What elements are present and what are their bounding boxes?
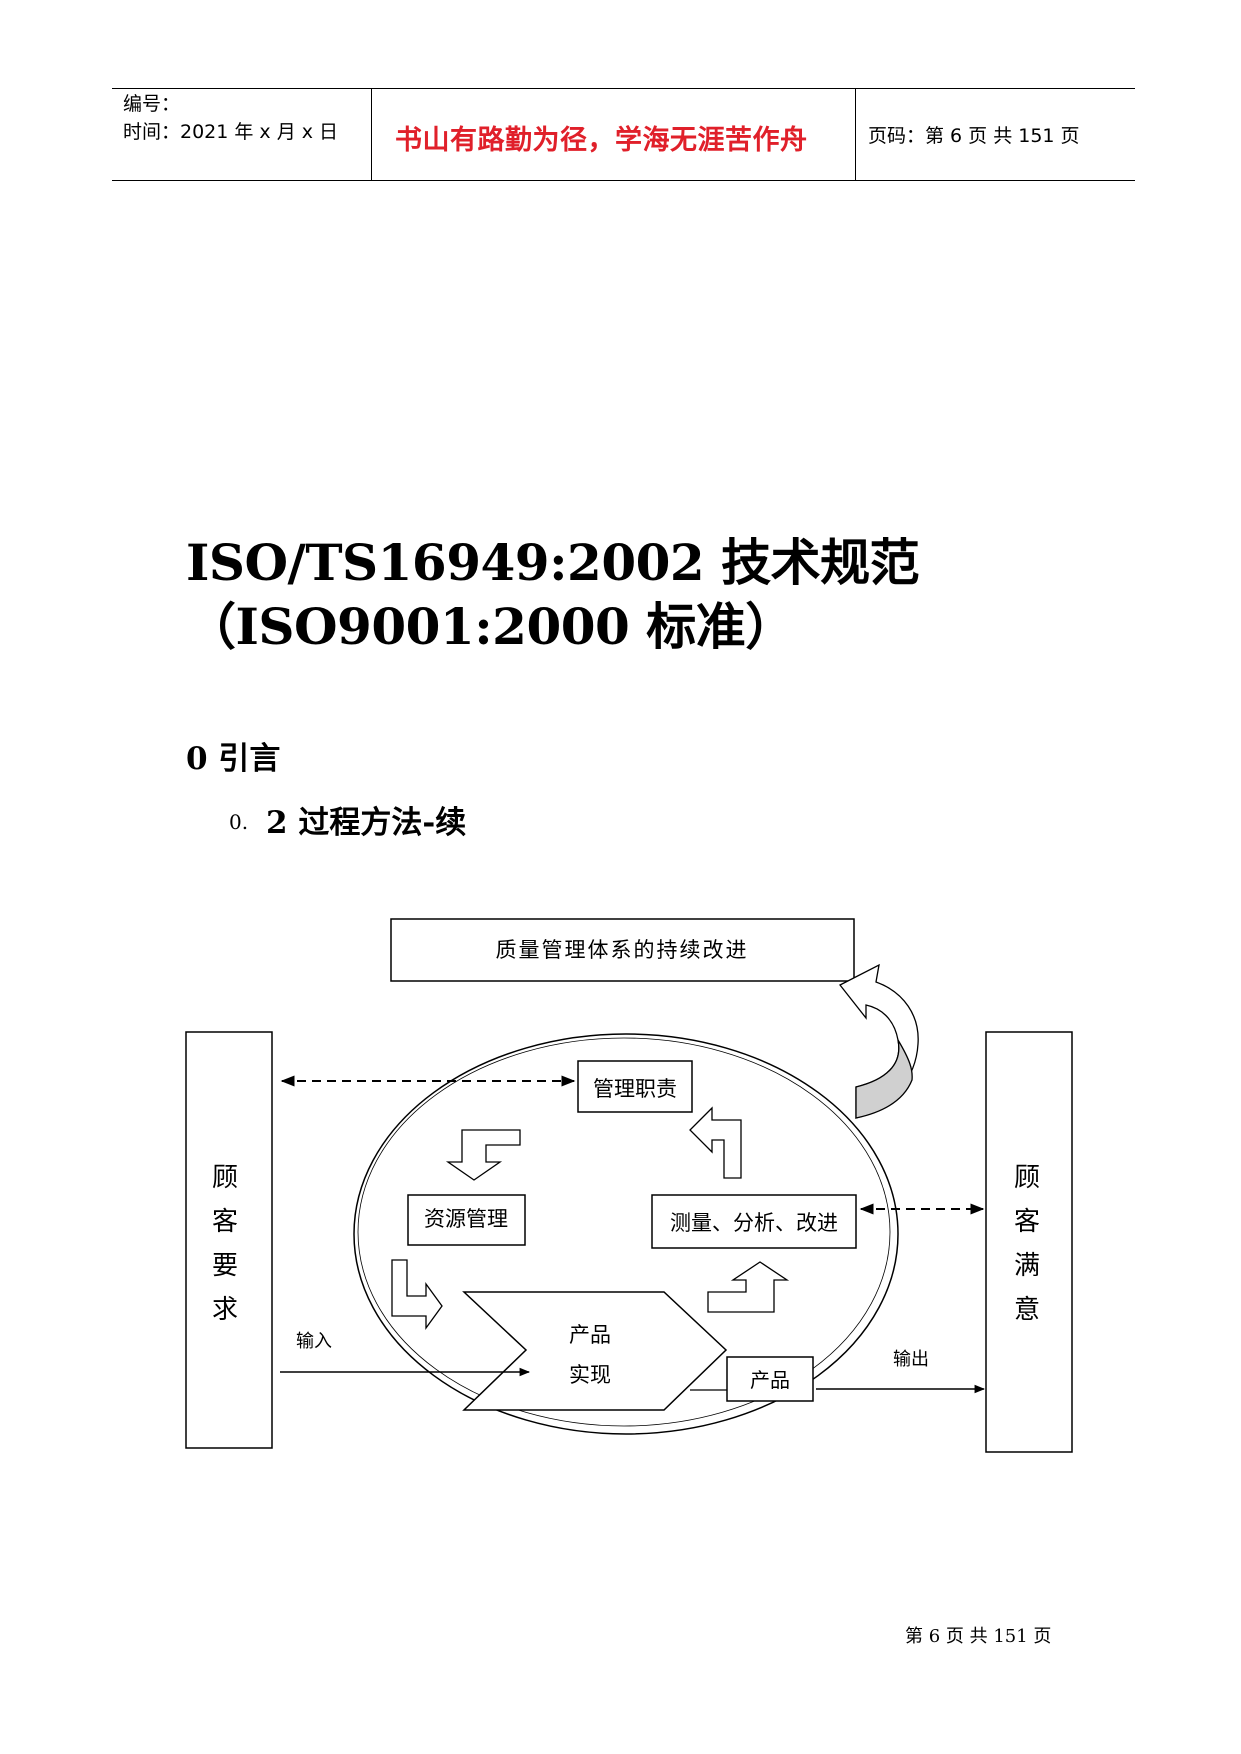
measurement-analysis-box <box>651 1194 857 1249</box>
header-motto: 书山有路勤为径，学海无涯苦作舟 <box>395 125 808 156</box>
document-title-line1: ISO/TS16949:2002 技术规范 <box>186 533 920 592</box>
header-top-rule <box>112 88 1135 89</box>
subsection-heading: 2 过程方法-续 <box>266 805 467 841</box>
subsection-number: 0. <box>229 810 249 834</box>
product-box <box>726 1356 814 1402</box>
customer-satisfaction-char-1: 顾 <box>1014 1163 1040 1193</box>
customer-satisfaction-char-4: 意 <box>1014 1295 1040 1325</box>
realization-to-measurement-arrow <box>707 1261 790 1313</box>
process-cycle-ellipse <box>353 1033 899 1435</box>
header-date: 时间：2021 年 x 月 x 日 <box>123 121 339 143</box>
customer-satisfaction-box <box>985 1031 1073 1453</box>
header-divider-1 <box>371 88 372 181</box>
customer-satisfaction-char-2: 客 <box>1014 1207 1040 1237</box>
continuous-improvement-box <box>390 918 855 982</box>
customer-requirements-char-3: 要 <box>212 1251 238 1281</box>
product-label: 产品 <box>750 1368 790 1392</box>
resource-management-label: 资源管理 <box>424 1207 508 1231</box>
customer-requirements-char-1: 顾 <box>212 1163 238 1193</box>
header-page-info: 页码：第 6 页 共 151 页 <box>868 125 1080 147</box>
customer-requirements-char-4: 求 <box>212 1295 238 1325</box>
management-to-resource-arrow <box>445 1129 521 1181</box>
measurement-to-management-arrow <box>689 1106 742 1179</box>
customer-requirements-char-2: 客 <box>212 1207 238 1237</box>
management-responsibility-box <box>577 1060 693 1113</box>
customer-requirements-box <box>185 1031 273 1449</box>
header-code-label: 编号： <box>123 93 181 115</box>
measurement-analysis-label: 测量、分析、改进 <box>670 1211 838 1235</box>
document-title-line2: （ISO9001:2000 标准） <box>186 597 795 656</box>
header-divider-2 <box>855 88 856 181</box>
management-responsibility-label: 管理职责 <box>593 1077 677 1101</box>
product-realization-shape <box>462 1291 728 1411</box>
page-footer: 第 6 页 共 151 页 <box>905 1626 1052 1647</box>
product-realization-label-1: 产品 <box>569 1323 611 1347</box>
customer-satisfaction-char-3: 满 <box>1014 1251 1040 1281</box>
resource-management-box <box>407 1194 526 1246</box>
header-bottom-rule <box>112 180 1135 181</box>
input-label: 输入 <box>296 1331 332 1352</box>
resource-to-realization-arrow <box>391 1259 443 1330</box>
continuous-improvement-label: 质量管理体系的持续改进 <box>496 938 749 962</box>
improvement-curved-arrow <box>839 963 919 1119</box>
product-realization-label-2: 实现 <box>569 1363 611 1387</box>
section-heading: 0 引言 <box>186 741 281 777</box>
output-label: 输出 <box>893 1349 929 1370</box>
process-cycle-ellipse-inner <box>357 1037 891 1427</box>
